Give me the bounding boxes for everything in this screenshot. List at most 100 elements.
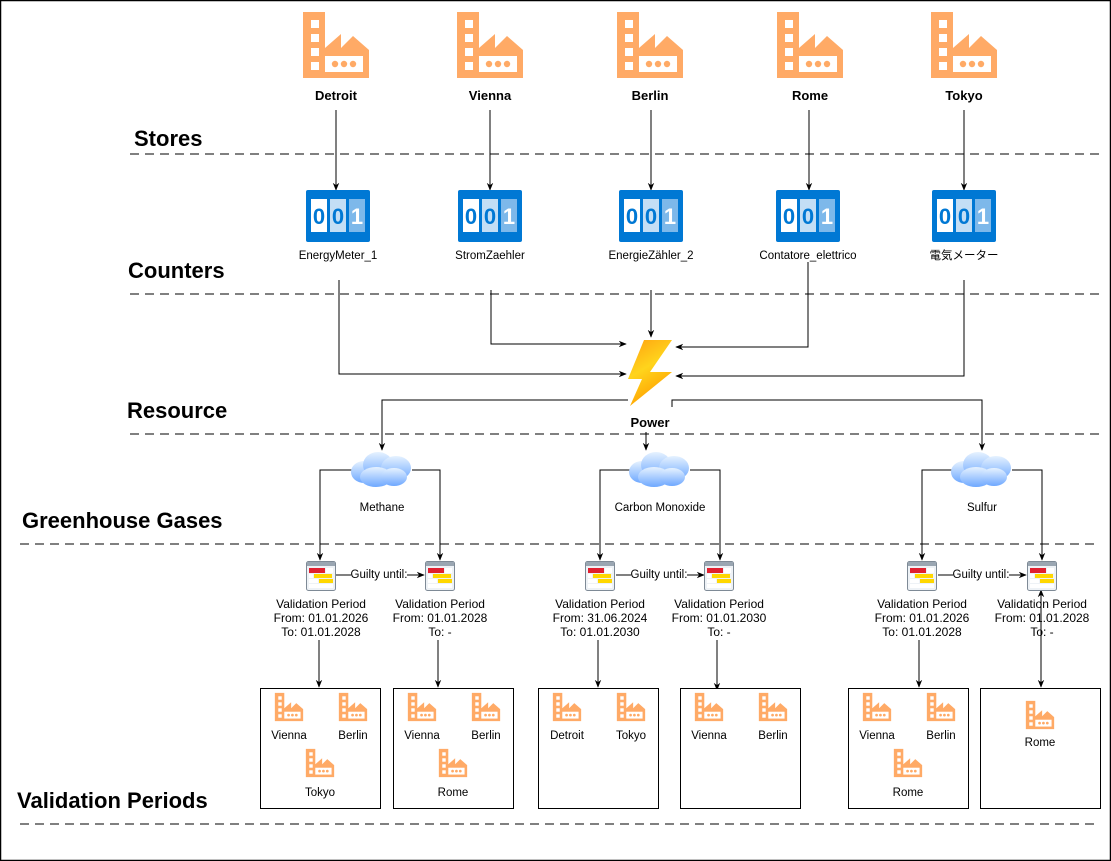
counter-digit: 1 — [503, 204, 515, 229]
gas-node[interactable]: Sulfur — [951, 452, 1011, 514]
period-from: From: 31.06.2024 — [553, 611, 648, 625]
counter-digit: 0 — [958, 204, 970, 229]
factory-icon — [457, 12, 523, 78]
stores-row: Detroit Vienna Berlin Rome Tokyo — [303, 12, 997, 103]
edges — [315, 110, 1046, 691]
store-label: Rome — [792, 88, 828, 103]
group-store-item[interactable]: Vienna — [271, 692, 307, 742]
period-from: From: 01.01.2030 — [672, 611, 767, 625]
group-store-label: Berlin — [758, 730, 787, 742]
lane-separators — [20, 153, 1100, 825]
store-node[interactable]: Detroit — [303, 12, 369, 103]
period-to: To: 01.01.2030 — [560, 625, 640, 639]
store-group-box: Vienna Berlin — [680, 688, 801, 809]
counter-digit: 0 — [939, 204, 951, 229]
calendar-icon — [306, 561, 336, 591]
group-store-item[interactable]: Berlin — [758, 692, 788, 742]
group-store-label: Rome — [1025, 737, 1056, 749]
edge-counter-power — [675, 280, 965, 380]
counter-label: EnergyMeter_1 — [299, 250, 378, 262]
group-store-item[interactable]: Rome — [893, 748, 924, 799]
group-store-item[interactable]: Detroit — [550, 692, 585, 742]
counter-digit: 0 — [313, 204, 325, 229]
group-store-item[interactable]: Berlin — [926, 692, 956, 742]
lane-title-resource: Resource — [127, 398, 227, 423]
cloud-icon — [351, 452, 411, 487]
gas-label: Carbon Monoxide — [615, 502, 706, 514]
group-store-item[interactable]: Berlin — [338, 692, 368, 742]
group-store-item[interactable]: Vienna — [691, 692, 727, 742]
calendar-icon — [1027, 561, 1057, 591]
group-store-label: Vienna — [271, 730, 307, 742]
calendar-icon — [585, 561, 615, 591]
store-label: Tokyo — [945, 88, 982, 103]
edge-counter-power — [338, 280, 627, 378]
group-store-item[interactable]: Vienna — [404, 692, 440, 742]
store-node[interactable]: Tokyo — [931, 12, 997, 103]
calendar-icon — [425, 561, 455, 591]
group-store-label: Rome — [438, 787, 469, 799]
period-to: To: 01.01.2028 — [882, 625, 962, 639]
edge-gas-period — [316, 469, 352, 561]
lane-title-stores: Stores — [134, 126, 202, 151]
period-title: Validation Period — [997, 597, 1087, 611]
counter-digit: 1 — [821, 204, 833, 229]
edge-gas-period — [596, 469, 630, 561]
period-title: Validation Period — [395, 597, 485, 611]
group-store-item[interactable]: Rome — [1025, 700, 1056, 749]
store-node[interactable]: Berlin — [617, 12, 683, 103]
group-store-item[interactable]: Berlin — [471, 692, 501, 742]
edge-counter-power — [490, 290, 627, 348]
lane-title-validation: Validation Periods — [17, 788, 208, 813]
guilty-until-label: Guilty until: — [631, 569, 688, 581]
power-node[interactable]: Power — [628, 340, 672, 430]
counter-digit: 0 — [802, 204, 814, 229]
group-store-label: Tokyo — [616, 730, 646, 742]
group-store-item[interactable]: Tokyo — [305, 748, 335, 799]
store-node[interactable]: Rome — [777, 12, 843, 103]
store-label: Detroit — [315, 88, 358, 103]
calendar-icon — [907, 561, 937, 591]
store-label: Berlin — [632, 88, 669, 103]
store-node[interactable]: Vienna — [457, 12, 523, 103]
store-label: Vienna — [469, 88, 512, 103]
period-to: To: 01.01.2028 — [281, 625, 361, 639]
period-from: From: 01.01.2028 — [995, 611, 1090, 625]
group-store-label: Berlin — [926, 730, 955, 742]
edge-counter-power — [675, 262, 809, 351]
period-title: Validation Period — [555, 597, 645, 611]
edge-gas-period — [412, 469, 444, 561]
lightning-bolt-icon — [628, 340, 672, 406]
group-store-item[interactable]: Tokyo — [616, 692, 646, 742]
gas-node[interactable]: Carbon Monoxide — [615, 452, 706, 514]
period-from: From: 01.01.2028 — [393, 611, 488, 625]
counter-digit: 0 — [645, 204, 657, 229]
period-from: From: 01.01.2026 — [875, 611, 970, 625]
group-store-label: Vienna — [691, 730, 727, 742]
edge-gas-period — [690, 469, 724, 561]
group-store-item[interactable]: Rome — [438, 748, 469, 799]
group-store-item[interactable]: Vienna — [859, 692, 895, 742]
edge-power-gas — [378, 399, 628, 451]
gas-node[interactable]: Methane — [351, 452, 411, 514]
